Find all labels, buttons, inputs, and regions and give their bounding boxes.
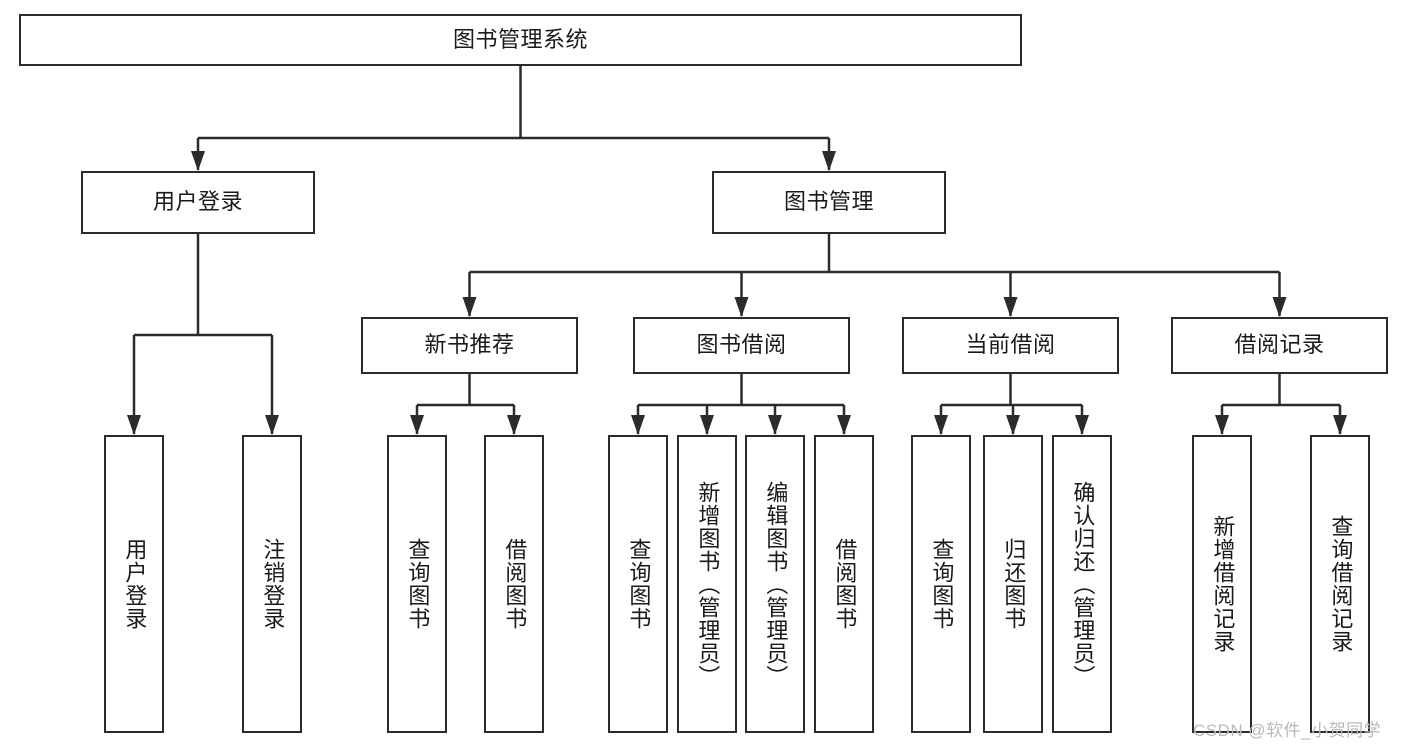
arrowhead-icon [1075, 415, 1089, 435]
node-n12[interactable]: 新增图书（管理员） [677, 435, 737, 733]
arrowhead-icon [768, 415, 782, 435]
arrowhead-icon [127, 415, 141, 435]
arrowhead-icon [700, 415, 714, 435]
node-label: 借阅记录 [1234, 332, 1325, 358]
node-label: 借阅图书 [832, 538, 858, 630]
csdn-watermark: CSDN @软件_小贺同学 [1193, 721, 1382, 740]
node-n16[interactable]: 归还图书 [983, 435, 1043, 733]
arrowhead-icon [507, 415, 521, 435]
node-n11[interactable]: 查询图书 [608, 435, 668, 733]
node-label: 图书借阅 [696, 332, 787, 358]
node-label: 确认归还（管理员） [1070, 480, 1096, 688]
node-label: 图书管理 [783, 189, 874, 215]
arrowhead-icon [837, 415, 851, 435]
node-label: 借阅图书 [502, 538, 528, 630]
node-n6[interactable]: 借阅记录 [1171, 317, 1388, 374]
node-n19[interactable]: 查询借阅记录 [1310, 435, 1370, 733]
node-n9[interactable]: 查询图书 [387, 435, 447, 733]
node-n7[interactable]: 用户登录 [104, 435, 164, 733]
node-label: 编辑图书（管理员） [763, 480, 789, 688]
node-label: 查询图书 [929, 538, 955, 630]
arrowhead-icon [1006, 415, 1020, 435]
arrowhead-icon [822, 151, 836, 171]
node-label: 归还图书 [1001, 538, 1027, 630]
node-label: 注销登录 [260, 538, 286, 630]
arrowhead-icon [1215, 415, 1229, 435]
node-n0[interactable]: 图书管理系统 [19, 14, 1022, 66]
arrowhead-icon [934, 415, 948, 435]
node-n1[interactable]: 用户登录 [81, 171, 315, 234]
arrowhead-icon [410, 415, 424, 435]
node-label: 新增图书（管理员） [695, 480, 721, 688]
node-label: 新增借阅记录 [1210, 515, 1236, 653]
node-label: 用户登录 [122, 538, 148, 630]
node-n13[interactable]: 编辑图书（管理员） [745, 435, 805, 733]
node-label: 查询图书 [626, 538, 652, 630]
node-n4[interactable]: 图书借阅 [633, 317, 850, 374]
arrowhead-icon [462, 297, 477, 317]
node-n3[interactable]: 新书推荐 [361, 317, 578, 374]
node-n5[interactable]: 当前借阅 [902, 317, 1119, 374]
node-n10[interactable]: 借阅图书 [484, 435, 544, 733]
node-n8[interactable]: 注销登录 [242, 435, 302, 733]
node-n17[interactable]: 确认归还（管理员） [1052, 435, 1112, 733]
arrowhead-icon [1003, 297, 1018, 317]
node-n15[interactable]: 查询图书 [911, 435, 971, 733]
arrowhead-icon [265, 415, 279, 435]
node-n2[interactable]: 图书管理 [712, 171, 946, 234]
node-label: 查询借阅记录 [1328, 515, 1354, 653]
node-n18[interactable]: 新增借阅记录 [1192, 435, 1252, 733]
arrowhead-icon [1333, 415, 1347, 435]
arrowhead-icon [734, 297, 749, 317]
node-label: 查询图书 [405, 538, 431, 630]
arrowhead-icon [631, 415, 645, 435]
node-label: 当前借阅 [965, 332, 1056, 358]
arrowhead-icon [1272, 297, 1287, 317]
node-n14[interactable]: 借阅图书 [814, 435, 874, 733]
arrowhead-icon [191, 151, 205, 171]
node-label: 新书推荐 [424, 332, 515, 358]
node-label: 用户登录 [152, 189, 243, 215]
node-label: 图书管理系统 [452, 26, 588, 52]
